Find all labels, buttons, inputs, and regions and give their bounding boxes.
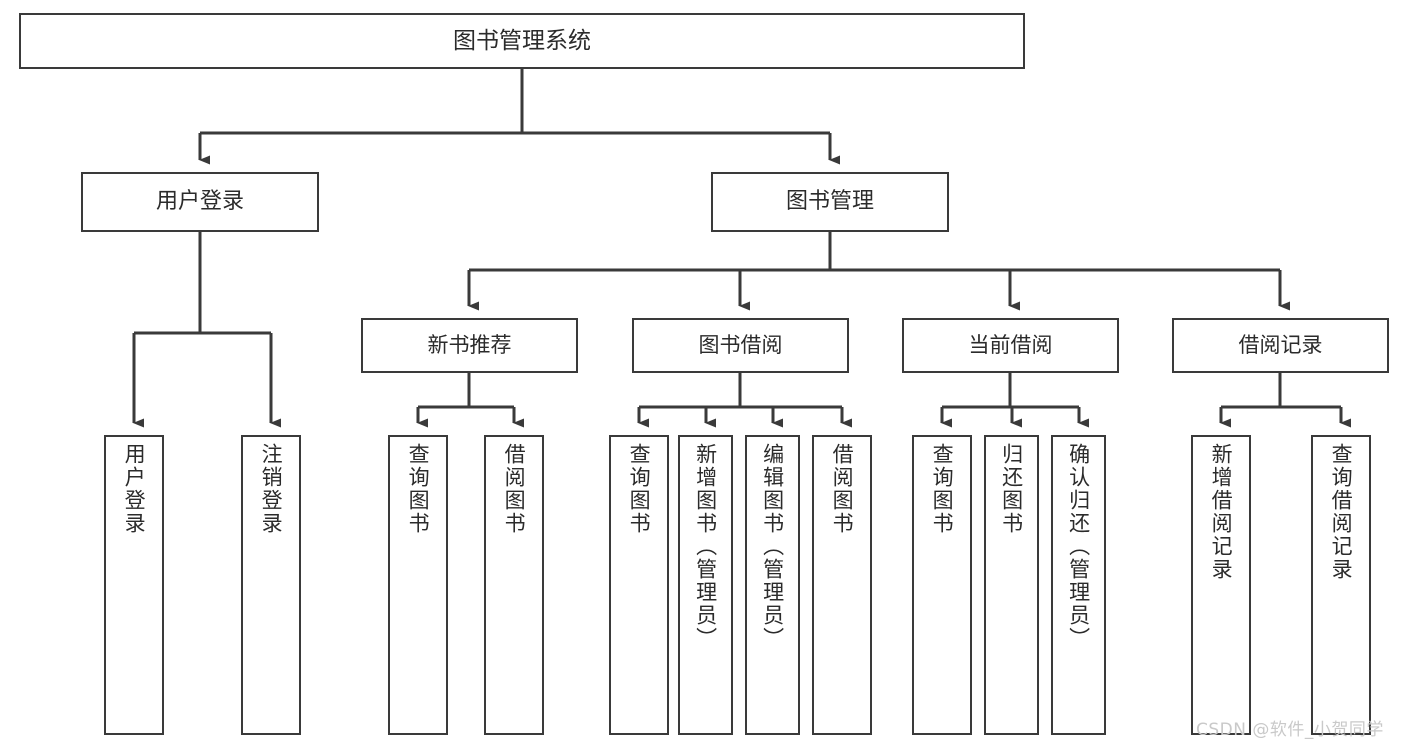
- node-edit-book-admin[interactable]: 编辑图书（管理员）: [745, 435, 800, 735]
- node-current-borrow[interactable]: 当前借阅: [902, 318, 1119, 373]
- node-label: 查询图书: [406, 443, 431, 535]
- node-label: 归还图书: [999, 443, 1024, 535]
- node-user-login-action[interactable]: 用户登录: [104, 435, 164, 735]
- node-query-borrow-record[interactable]: 查询借阅记录: [1311, 435, 1371, 735]
- node-confirm-return-admin[interactable]: 确认归还（管理员）: [1051, 435, 1106, 735]
- node-label: 借阅图书: [502, 443, 527, 535]
- node-return-book[interactable]: 归还图书: [984, 435, 1039, 735]
- node-label: 借阅记录: [1238, 333, 1323, 358]
- node-label: 编辑图书（管理员）: [760, 443, 785, 650]
- node-label: 查询图书: [627, 443, 652, 535]
- node-user-login[interactable]: 用户登录: [81, 172, 319, 232]
- node-label: 新增图书（管理员）: [693, 443, 718, 650]
- node-borrow-record[interactable]: 借阅记录: [1172, 318, 1389, 373]
- csdn-watermark: CSDN @软件_小贺同学: [1196, 720, 1384, 740]
- node-label: 借阅图书: [830, 443, 855, 535]
- node-user-logout[interactable]: 注销登录: [241, 435, 301, 735]
- node-label: 新增借阅记录: [1209, 443, 1234, 581]
- node-add-borrow-record[interactable]: 新增借阅记录: [1191, 435, 1251, 735]
- node-label: 确认归还（管理员）: [1066, 443, 1091, 650]
- node-borrow-book-action[interactable]: 借阅图书: [812, 435, 872, 735]
- node-label: 图书管理: [785, 189, 874, 215]
- node-label: 新书推荐: [427, 333, 512, 358]
- node-label: 注销登录: [259, 443, 284, 535]
- node-book-management[interactable]: 图书管理: [711, 172, 949, 232]
- node-query-book-recommend[interactable]: 查询图书: [388, 435, 448, 735]
- node-label: 图书借阅: [698, 333, 783, 358]
- node-query-book-current[interactable]: 查询图书: [912, 435, 972, 735]
- node-label: 用户登录: [155, 189, 244, 215]
- node-label: 查询图书: [930, 443, 955, 535]
- node-add-book-admin[interactable]: 新增图书（管理员）: [678, 435, 733, 735]
- node-query-book-borrow[interactable]: 查询图书: [609, 435, 669, 735]
- node-label: 图书管理系统: [453, 27, 591, 54]
- node-root-book-management-system[interactable]: 图书管理系统: [19, 13, 1025, 69]
- node-label: 用户登录: [122, 443, 147, 535]
- node-book-borrow[interactable]: 图书借阅: [632, 318, 849, 373]
- node-new-book-recommend[interactable]: 新书推荐: [361, 318, 578, 373]
- node-label: 当前借阅: [968, 333, 1053, 358]
- node-label: 查询借阅记录: [1329, 443, 1354, 581]
- node-borrow-book-recommend[interactable]: 借阅图书: [484, 435, 544, 735]
